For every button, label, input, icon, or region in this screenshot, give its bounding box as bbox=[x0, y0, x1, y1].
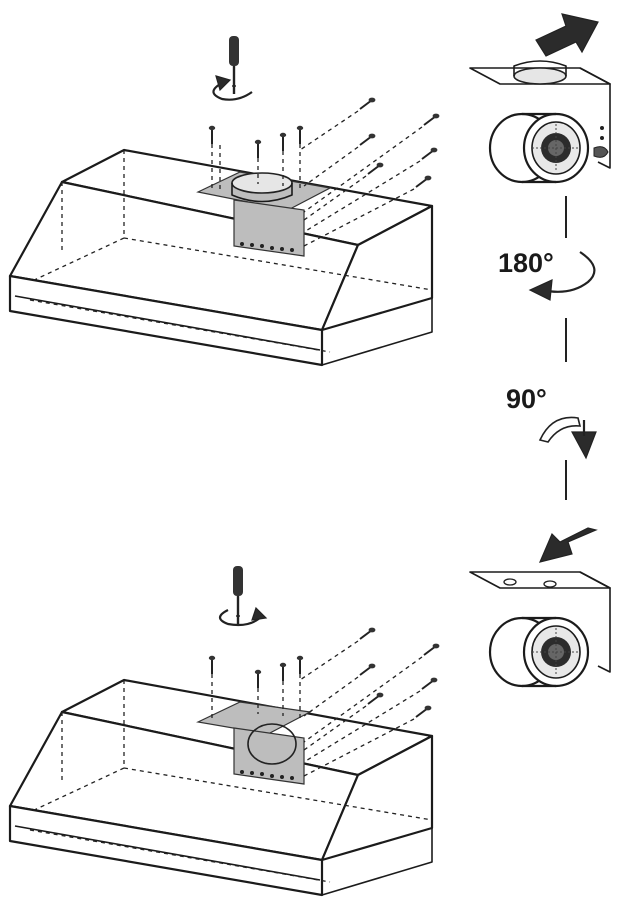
rotate-arrow-icon bbox=[528, 279, 553, 301]
screwdriver-icon bbox=[227, 34, 241, 96]
push-arrow-icon bbox=[535, 13, 599, 57]
rotation-90-indicator: 90° bbox=[506, 384, 597, 460]
rotate-180-label: 180° bbox=[498, 248, 554, 278]
rotate-90-label: 90° bbox=[506, 384, 547, 414]
top-motor bbox=[468, 13, 612, 184]
duct-opening-bottom bbox=[247, 723, 297, 765]
bottom-hood bbox=[8, 564, 441, 897]
top-hood bbox=[8, 34, 441, 367]
screw-icon bbox=[207, 124, 217, 145]
bottom-motor bbox=[468, 527, 612, 688]
push-arrow-icon bbox=[538, 527, 598, 563]
rotation-180-indicator: 180° bbox=[498, 248, 596, 301]
